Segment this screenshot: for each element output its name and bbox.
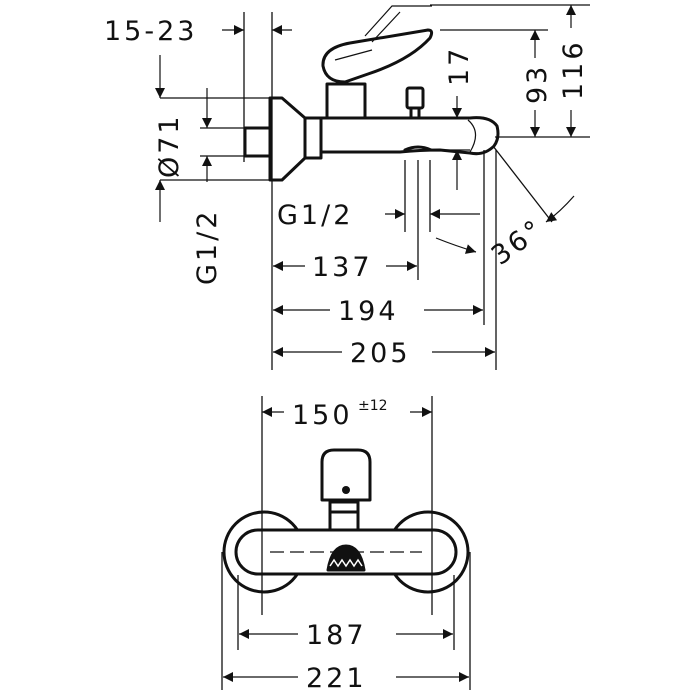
dim-label-194: 194 [338,296,399,327]
spout-front-teeth [329,558,363,568]
dim-label-221: 221 [306,663,367,694]
spout-aerator [403,145,433,152]
dim-label-137: 137 [312,252,373,283]
lever-raised-outline-2 [371,11,401,43]
lever-handle-indicator [342,486,350,494]
side-view: 15-23 Ø71 G1/2 17 93 116 G1/2 36° 137 [104,4,590,370]
lever-handle-detail [334,49,373,61]
dim-label-116: 116 [558,39,589,100]
body-nut [303,116,323,160]
dim-label-phi71: Ø71 [154,113,185,178]
lever-handle [321,28,434,84]
dim-label-150: 150 [292,400,353,431]
dim-arc-36 [435,237,477,254]
lever-handle-front [320,448,372,502]
wall-flange [268,96,307,182]
handle-neck [328,500,360,532]
dim-label-150-tolerance: ±12 [358,398,388,414]
lever-raised-outline [364,5,432,37]
dim-label-93: 93 [522,64,553,104]
dim-label-205: 205 [350,338,411,369]
eccentric-connector [243,126,272,158]
cartridge-housing [325,82,367,120]
dim-label-g12-left: G1/2 [192,209,223,285]
diverter-knob [405,86,425,110]
front-view: 150 ±12 187 221 [221,396,471,694]
dim-label-187: 187 [306,620,367,651]
angle-reference-line [492,145,553,223]
dim-label-17: 17 [444,46,475,86]
dim-label-g12-mid: G1/2 [277,200,353,231]
dim-arc-36 [545,195,575,223]
mixer-body-spout [319,116,500,156]
dim-label-15-23: 15-23 [104,16,197,47]
diverter-stem [409,106,421,120]
spout-outlet [467,119,477,153]
